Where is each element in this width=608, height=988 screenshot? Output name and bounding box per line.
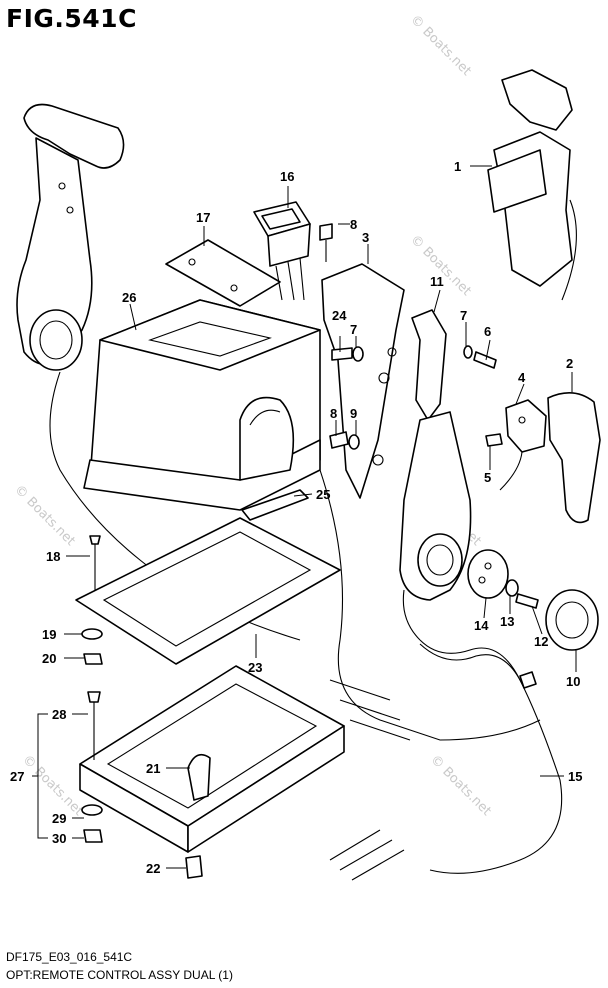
figure-title: FIG.541C <box>6 4 137 33</box>
callout-8a: 8 <box>350 217 357 232</box>
callout-7a: 7 <box>460 308 467 323</box>
callout-26: 26 <box>122 290 136 305</box>
callout-14: 14 <box>474 618 489 633</box>
neutral-switch-parts <box>485 392 601 524</box>
callout-labels: 1 2 3 4 5 6 7 7 8 8 9 10 11 12 13 14 15 … <box>10 159 582 876</box>
callout-18: 18 <box>46 549 60 564</box>
gasket-23 <box>75 517 341 665</box>
callout-11: 11 <box>430 274 444 289</box>
round-parts <box>467 549 599 651</box>
wire-harness-15 <box>319 469 563 881</box>
callout-20: 20 <box>42 651 56 666</box>
callout-24: 24 <box>332 308 347 323</box>
callout-19: 19 <box>42 627 56 642</box>
callout-7b: 7 <box>350 322 357 337</box>
watermark-text: © Boats.net <box>407 12 474 79</box>
figure-description: OPT:REMOTE CONTROL ASSY DUAL (1) <box>6 968 233 982</box>
callout-8b: 8 <box>330 406 337 421</box>
side-control-1 <box>487 69 577 301</box>
callout-25: 25 <box>316 487 330 502</box>
mount-frame-27 <box>79 665 345 853</box>
bracket-assembly <box>319 223 405 499</box>
callout-15: 15 <box>568 769 582 784</box>
left-control-lever <box>16 103 301 641</box>
watermark-text: © Boats.net <box>427 752 494 819</box>
watermark-text: © Boats.net <box>19 752 86 819</box>
callout-29: 29 <box>52 811 66 826</box>
callout-17: 17 <box>196 210 210 225</box>
leader-lines <box>32 165 577 869</box>
callout-2: 2 <box>566 356 573 371</box>
callout-13: 13 <box>500 614 514 629</box>
callout-6: 6 <box>484 324 491 339</box>
callout-23: 23 <box>248 660 262 675</box>
callout-4: 4 <box>518 370 526 385</box>
callout-28: 28 <box>52 707 66 722</box>
callout-3: 3 <box>362 230 369 245</box>
right-lever <box>399 309 497 641</box>
callout-16: 16 <box>280 169 294 184</box>
switch-assembly <box>165 201 311 307</box>
callout-27: 27 <box>10 769 24 784</box>
figure-code: DF175_E03_016_541C <box>6 950 133 964</box>
hardware <box>81 535 203 879</box>
watermark-text: © Boats.net <box>11 482 78 549</box>
callout-9: 9 <box>350 406 357 421</box>
callout-21: 21 <box>146 761 160 776</box>
callout-30: 30 <box>52 831 66 846</box>
callout-5: 5 <box>484 470 491 485</box>
callout-12: 12 <box>534 634 548 649</box>
callout-1: 1 <box>454 159 461 174</box>
callout-10: 10 <box>566 674 580 689</box>
control-housing <box>83 299 321 521</box>
callout-22: 22 <box>146 861 160 876</box>
